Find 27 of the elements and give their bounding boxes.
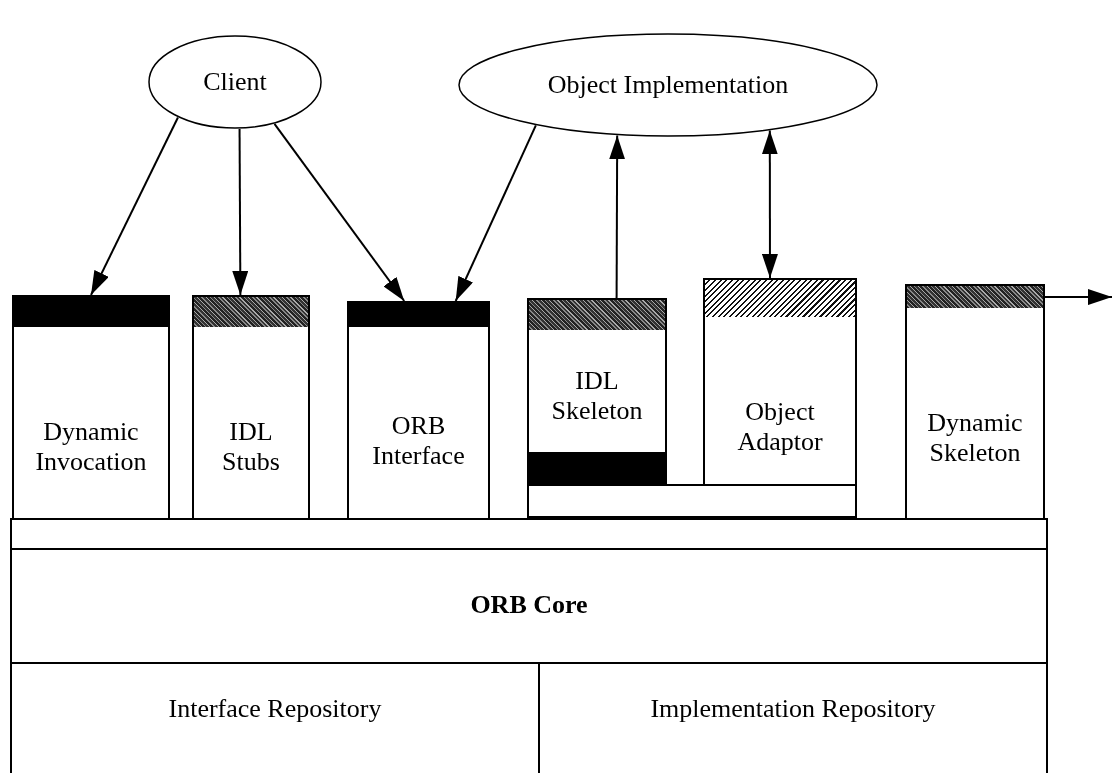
- object-implementation-ellipse: [458, 33, 878, 137]
- ellipse-label: Client: [202, 67, 268, 97]
- box-label: ORB Core: [469, 590, 589, 620]
- box-label: Object Adaptor: [736, 397, 824, 457]
- box-label: Dynamic Skeleton: [926, 408, 1024, 468]
- box-label: IDL Skeleton: [550, 366, 644, 426]
- component-box: [12, 295, 170, 520]
- core-band: [10, 548, 1048, 664]
- arrow: [232, 127, 249, 296]
- arrow: [454, 124, 537, 302]
- box-label: Dynamic Invocation: [34, 417, 148, 477]
- box-label: Implementation Repository: [649, 694, 937, 724]
- component-box: [347, 301, 490, 520]
- arrow: [761, 129, 778, 279]
- component-box: [192, 295, 310, 520]
- ellipse-label: Object Implementation: [546, 70, 790, 100]
- arrow: [1044, 289, 1113, 306]
- box-label: Interface Repository: [167, 694, 383, 724]
- client-ellipse: [148, 35, 322, 129]
- box-label: ORB Interface: [371, 411, 466, 471]
- arrow: [609, 134, 626, 299]
- component-box: [527, 298, 667, 486]
- box-label: IDL Stubs: [221, 417, 281, 477]
- base-strip: [527, 484, 857, 518]
- arrow: [273, 122, 406, 302]
- arrow: [90, 116, 179, 296]
- base-strip: [10, 518, 1048, 550]
